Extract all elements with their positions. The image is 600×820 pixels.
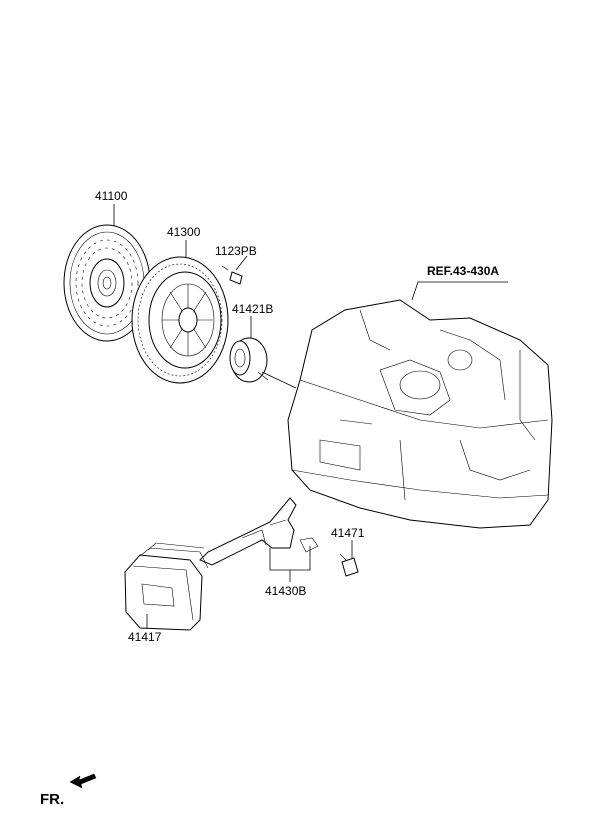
clutch-disc	[63, 224, 151, 342]
fulcrum-bolt	[339, 553, 359, 577]
release-bearing-label: 41421B	[232, 302, 273, 316]
clutch-cover	[131, 256, 229, 384]
release-bearing	[229, 337, 269, 383]
release-fork-label: 41430B	[265, 584, 306, 598]
release-fork-boot	[124, 542, 209, 631]
fork-clip	[299, 537, 319, 553]
release-fork	[199, 497, 297, 566]
clutch-disc-label: 41100	[95, 189, 128, 203]
front-arrow-icon	[69, 773, 97, 789]
bolt	[221, 265, 243, 285]
bolt-label: 1123PB	[215, 244, 257, 258]
front-direction-label: FR.	[40, 791, 64, 808]
transaxle-ref-label: REF.43-430A	[427, 264, 499, 278]
clutch-cover-label: 41300	[167, 225, 201, 239]
transaxle-case	[287, 299, 553, 529]
fulcrum-label: 41471	[331, 526, 365, 540]
boot-label: 41417	[128, 630, 162, 644]
